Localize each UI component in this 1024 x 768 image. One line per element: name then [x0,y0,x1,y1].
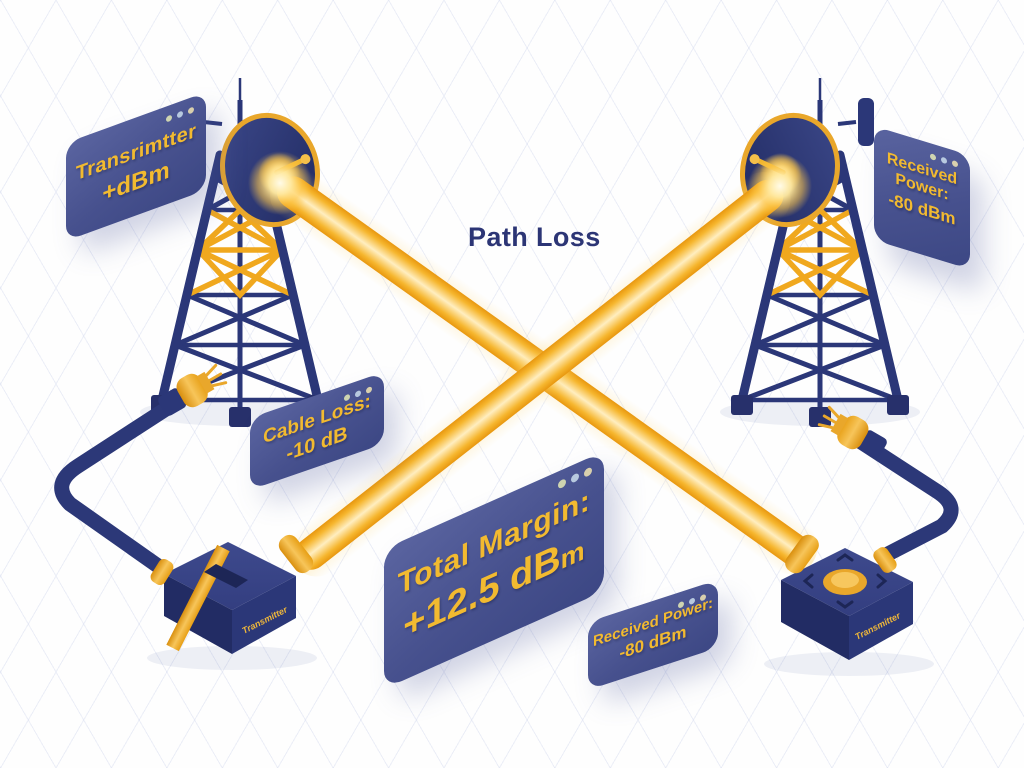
device-slot [204,564,248,588]
panel-dots [166,106,194,123]
beam-right-to-left [289,171,791,577]
dish-feed-glow-left [248,151,312,215]
cable-right [850,432,959,564]
device-dpad-arrows [802,553,888,609]
cable-collar-left [150,559,174,585]
transmitter-unit-left: Transmitter [147,542,317,670]
path-loss-label: Path Loss [468,222,601,252]
cable-collar-right [873,547,897,573]
connector-plug-right [817,405,887,458]
device-button [823,569,867,595]
dish-feed-glow-right [748,154,812,218]
receiver-unit-right: Transmitter [764,547,934,676]
beam-collar-right [785,534,819,574]
beam-collar-left [278,534,314,574]
connector-plug-left [158,363,228,416]
total-margin-suffix: m [560,534,585,576]
cable-left [54,388,194,574]
